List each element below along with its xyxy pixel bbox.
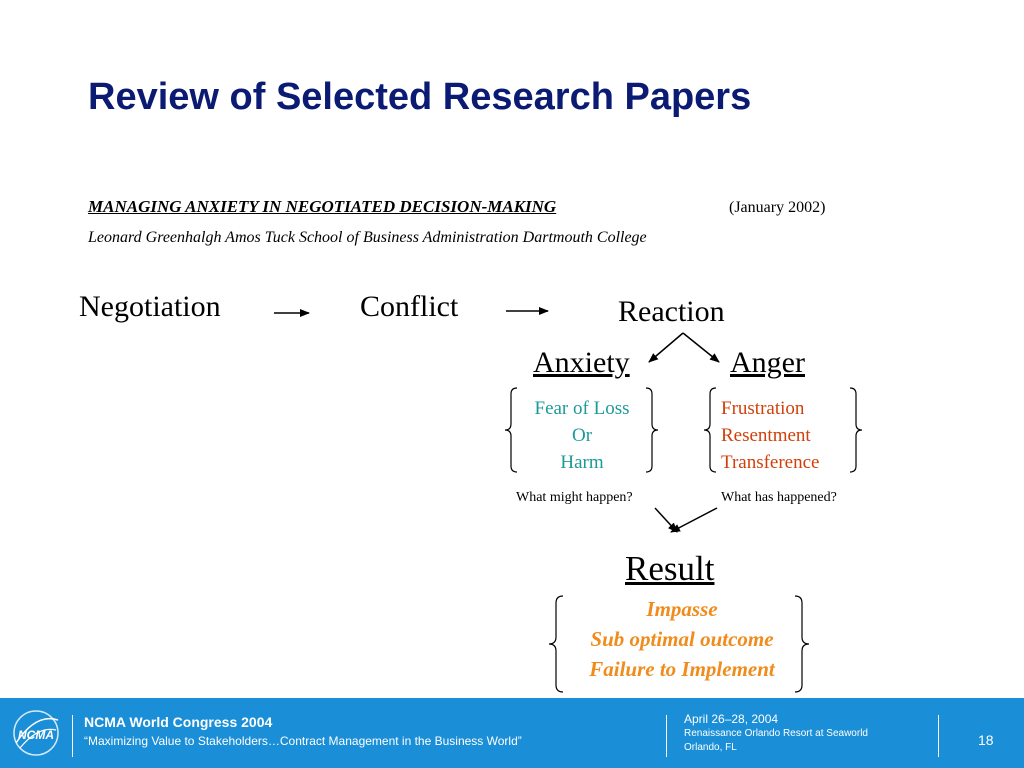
- arrow-anger-result: [670, 507, 718, 533]
- anger-item: Transference: [721, 452, 820, 473]
- anxiety-item: Harm: [560, 452, 604, 473]
- result-item: Sub optimal outcome: [590, 627, 774, 651]
- result-items: Impasse Sub optimal outcome Failure to I…: [562, 594, 802, 684]
- anger-item: Resentment: [721, 425, 811, 446]
- result-item: Impasse: [646, 597, 718, 621]
- slide-title: Review of Selected Research Papers: [88, 76, 752, 118]
- anxiety-item: Or: [571, 425, 593, 446]
- footer-city: Orlando, FL: [684, 742, 737, 753]
- footer-divider: [72, 715, 73, 757]
- footer-venue: Renaissance Orlando Resort at Seaworld: [684, 728, 868, 739]
- footer-divider: [938, 715, 939, 757]
- arrow-reaction-anxiety: [648, 332, 684, 363]
- anxiety-right-brace: [645, 387, 659, 473]
- result-right-brace: [794, 595, 810, 693]
- anxiety-left-brace: [504, 387, 518, 473]
- arrow-anxiety-result: [654, 507, 678, 533]
- diagram-connectors: [274, 307, 863, 693]
- svg-text:NCMA: NCMA: [18, 728, 54, 742]
- reaction-label: Reaction: [618, 295, 725, 328]
- anxiety-label: Anxiety: [533, 346, 630, 379]
- footer-date: April 26–28, 2004: [684, 712, 779, 726]
- footer-bar: NCMA NCMA World Congress 2004 “Maximizin…: [0, 698, 1024, 768]
- anxiety-item: Fear of Loss: [534, 398, 630, 419]
- result-label: Result: [625, 549, 715, 588]
- anger-items: Frustration Resentment Transference: [721, 395, 819, 476]
- anger-label: Anger: [730, 346, 805, 379]
- ncma-logo: NCMA: [8, 708, 64, 758]
- footer-divider: [666, 715, 667, 757]
- anger-left-brace: [703, 387, 717, 473]
- paper-date: (January 2002): [729, 199, 826, 216]
- anxiety-items: Fear of Loss Or Harm: [512, 395, 652, 476]
- anxiety-question: What might happen?: [516, 490, 633, 505]
- anger-item: Frustration: [721, 398, 805, 419]
- result-left-brace: [548, 595, 564, 693]
- negotiation-label: Negotiation: [79, 290, 221, 323]
- page-number: 18: [978, 732, 994, 748]
- arrow-reaction-anger: [682, 332, 720, 363]
- footer-tagline: “Maximizing Value to Stakeholders…Contra…: [84, 734, 522, 748]
- anger-question: What has happened?: [721, 490, 837, 505]
- paper-title: MANAGING ANXIETY IN NEGOTIATED DECISION-…: [88, 197, 557, 216]
- anger-right-brace: [849, 387, 863, 473]
- footer-event: NCMA World Congress 2004: [84, 714, 273, 730]
- paper-authors: Leonard Greenhalgh Amos Tuck School of B…: [88, 229, 647, 246]
- result-item: Failure to Implement: [589, 657, 775, 681]
- conflict-label: Conflict: [360, 290, 459, 323]
